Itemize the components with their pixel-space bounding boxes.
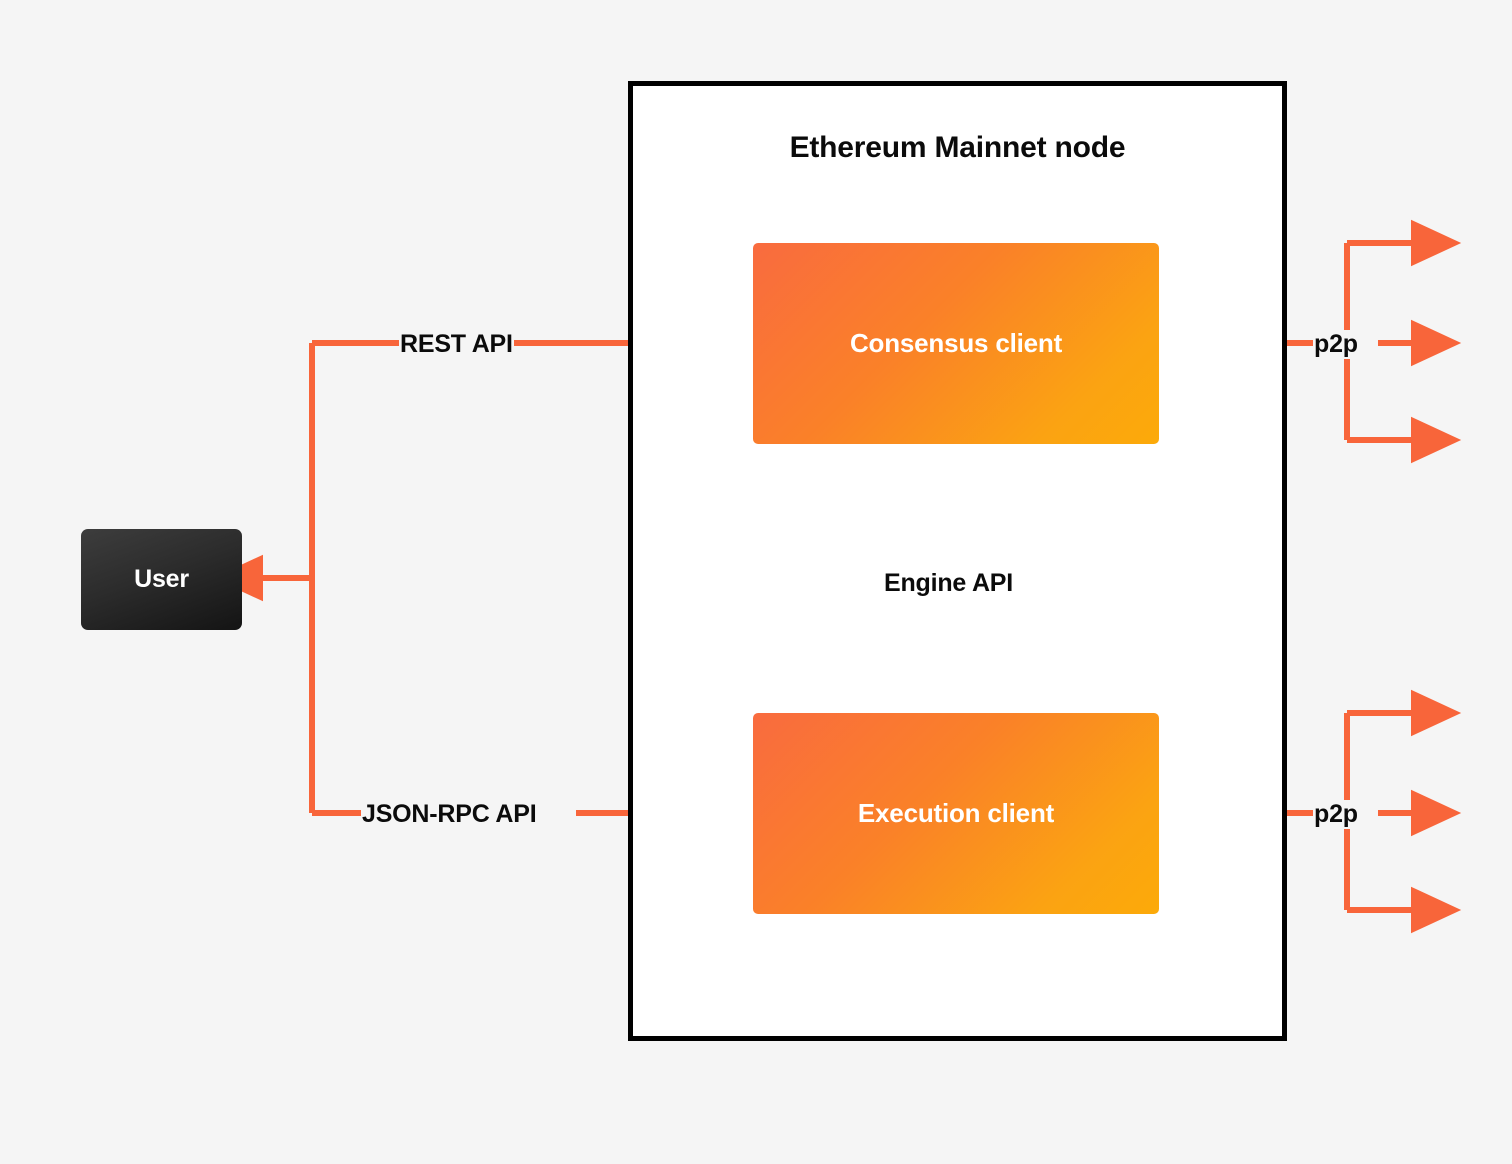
- edge-label-p2p-consensus: p2p: [1313, 330, 1359, 359]
- edge-label-p2p-execution: p2p: [1313, 800, 1359, 829]
- edge-label-json-rpc-api: JSON-RPC API: [361, 800, 538, 829]
- execution-client-label: Execution client: [857, 798, 1055, 828]
- edge-label-rest-api: REST API: [399, 330, 514, 359]
- user-label: User: [134, 565, 189, 593]
- user-box[interactable]: User: [81, 529, 242, 630]
- consensus-client-label: Consensus client: [849, 328, 1063, 358]
- consensus-client-box[interactable]: Consensus client: [753, 243, 1159, 444]
- node-title: Ethereum Mainnet node: [789, 131, 1126, 164]
- ethereum-mainnet-node-container: Ethereum Mainnet node Engine API: [628, 81, 1287, 1041]
- execution-client-box[interactable]: Execution client: [753, 713, 1159, 914]
- edge-label-engine-api: Engine API: [883, 569, 1015, 598]
